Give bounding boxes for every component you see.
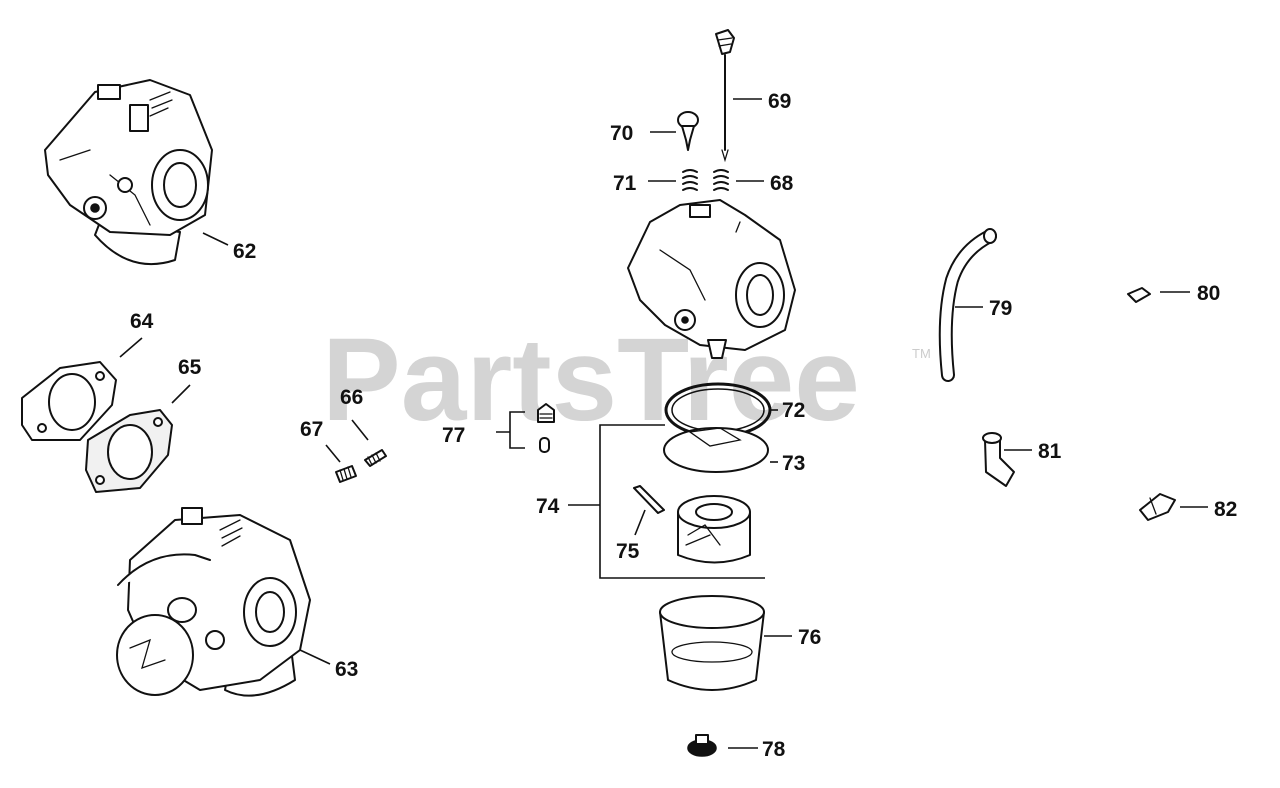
pin-75-drawing[interactable]	[633, 485, 665, 514]
jet-77-drawing[interactable]	[537, 403, 555, 453]
callout-73: 73	[782, 452, 805, 475]
callout-64: 64	[130, 310, 154, 333]
plug-78-drawing[interactable]	[687, 734, 717, 757]
callout-72: 72	[782, 399, 805, 422]
carburetor-63-drawing[interactable]	[116, 507, 311, 697]
screw-66-drawing[interactable]	[364, 449, 387, 467]
float-bowl-76-drawing[interactable]	[659, 595, 765, 691]
callout-71: 71	[613, 172, 637, 195]
elbow-fitting-81-drawing[interactable]	[982, 432, 1015, 487]
callout-74: 74	[536, 495, 560, 518]
float-drawing[interactable]	[677, 495, 751, 564]
callout-63: 63	[335, 658, 358, 681]
callout-82: 82	[1214, 498, 1237, 521]
spring-71-drawing[interactable]	[682, 169, 698, 191]
callout-69: 69	[768, 90, 791, 113]
needle-69-drawing[interactable]	[715, 29, 735, 163]
screw-67-drawing[interactable]	[335, 465, 357, 483]
watermark-trademark: TM	[912, 346, 931, 361]
callout-66: 66	[340, 386, 363, 409]
screw-70-drawing[interactable]	[677, 111, 699, 151]
callout-75: 75	[616, 540, 640, 563]
gasket-64-drawing[interactable]	[21, 361, 117, 441]
callout-65: 65	[178, 356, 202, 379]
callout-77: 77	[442, 424, 465, 447]
callout-68: 68	[770, 172, 794, 195]
gasket-65-drawing[interactable]	[85, 409, 173, 493]
callout-81: 81	[1038, 440, 1062, 463]
carburetor-62-drawing[interactable]	[44, 79, 213, 266]
hose-79-drawing[interactable]	[938, 228, 997, 382]
callout-70: 70	[610, 122, 633, 145]
carburetor-body-drawing[interactable]	[627, 199, 796, 359]
clip-80-drawing[interactable]	[1127, 287, 1151, 303]
callout-76: 76	[798, 626, 821, 649]
callout-79: 79	[989, 297, 1012, 320]
callout-67: 67	[300, 418, 323, 441]
callout-78: 78	[762, 738, 786, 761]
connector-82-drawing[interactable]	[1139, 493, 1176, 521]
spring-68-drawing[interactable]	[713, 169, 729, 191]
callout-80: 80	[1197, 282, 1220, 305]
callout-62: 62	[233, 240, 256, 263]
gasket-73-drawing[interactable]	[663, 427, 769, 473]
